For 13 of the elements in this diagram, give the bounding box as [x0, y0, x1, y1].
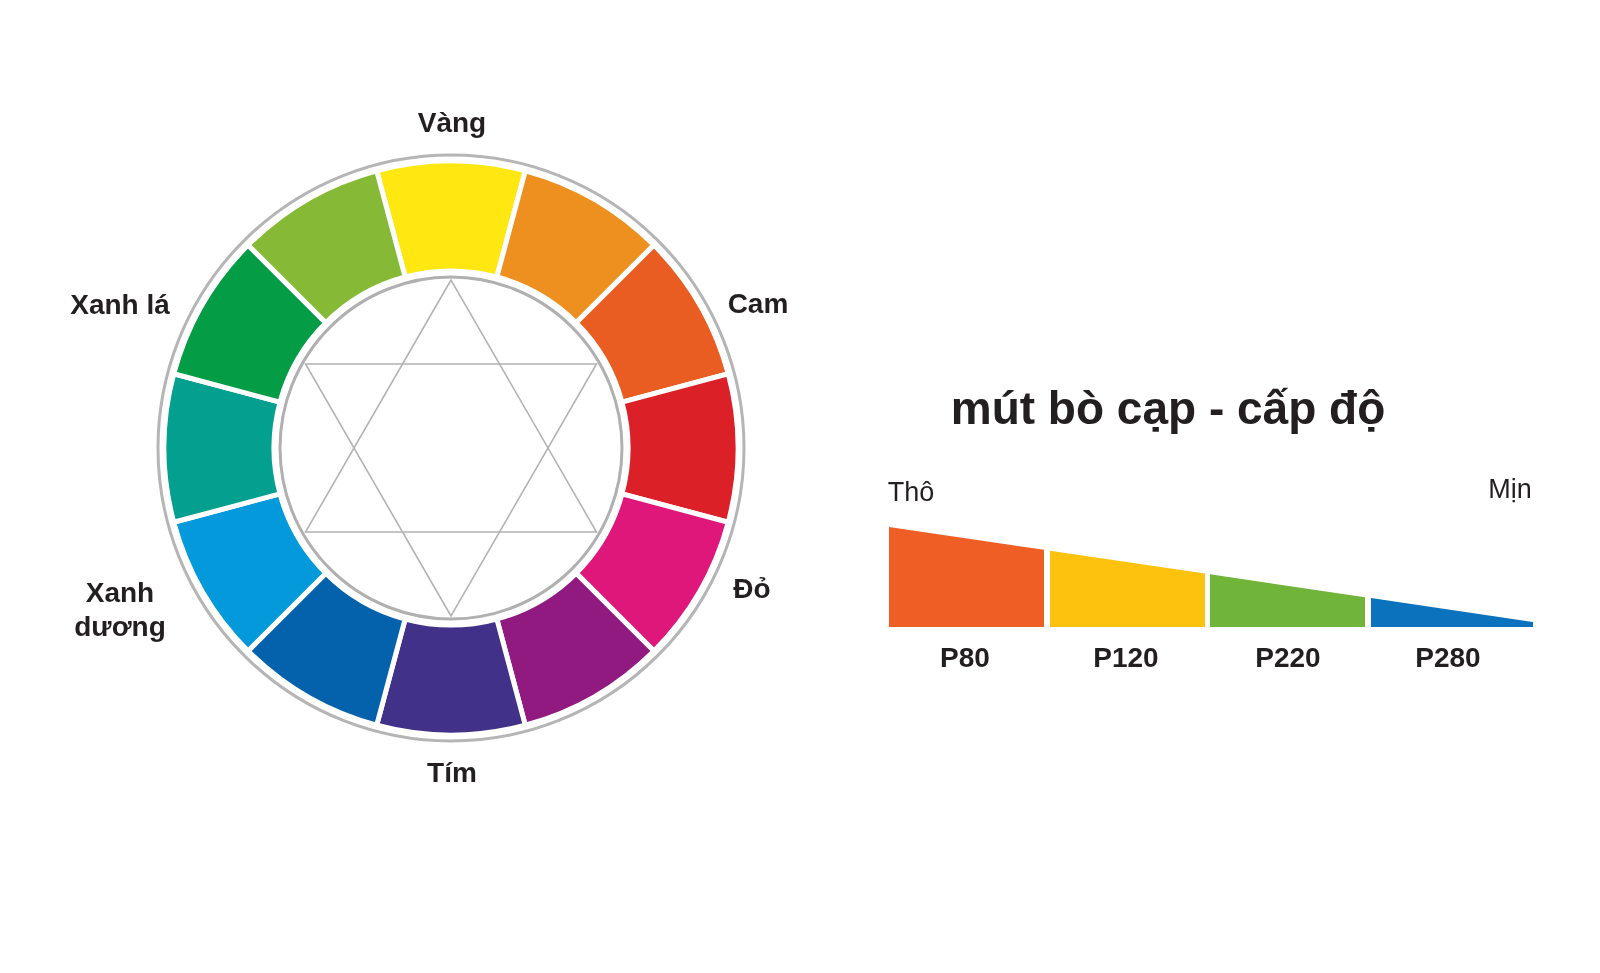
scale-end-label: Mịn: [1488, 472, 1532, 506]
color-label: Xanh dương: [74, 576, 166, 644]
grit-label: P220: [1255, 641, 1321, 675]
color-label: Cam: [727, 287, 789, 321]
grit-label: P120: [1093, 641, 1159, 675]
color-label: Vàng: [417, 106, 487, 140]
chart-title: mút bò cạp - cấp độ: [950, 381, 1386, 437]
scale-end-label: Thô: [887, 475, 935, 509]
grit-label: P80: [940, 641, 990, 675]
color-label: Đỏ: [733, 572, 771, 606]
grit-label: P280: [1415, 641, 1481, 675]
color-label: Xanh lá: [70, 288, 170, 322]
color-label: Tím: [427, 756, 477, 790]
